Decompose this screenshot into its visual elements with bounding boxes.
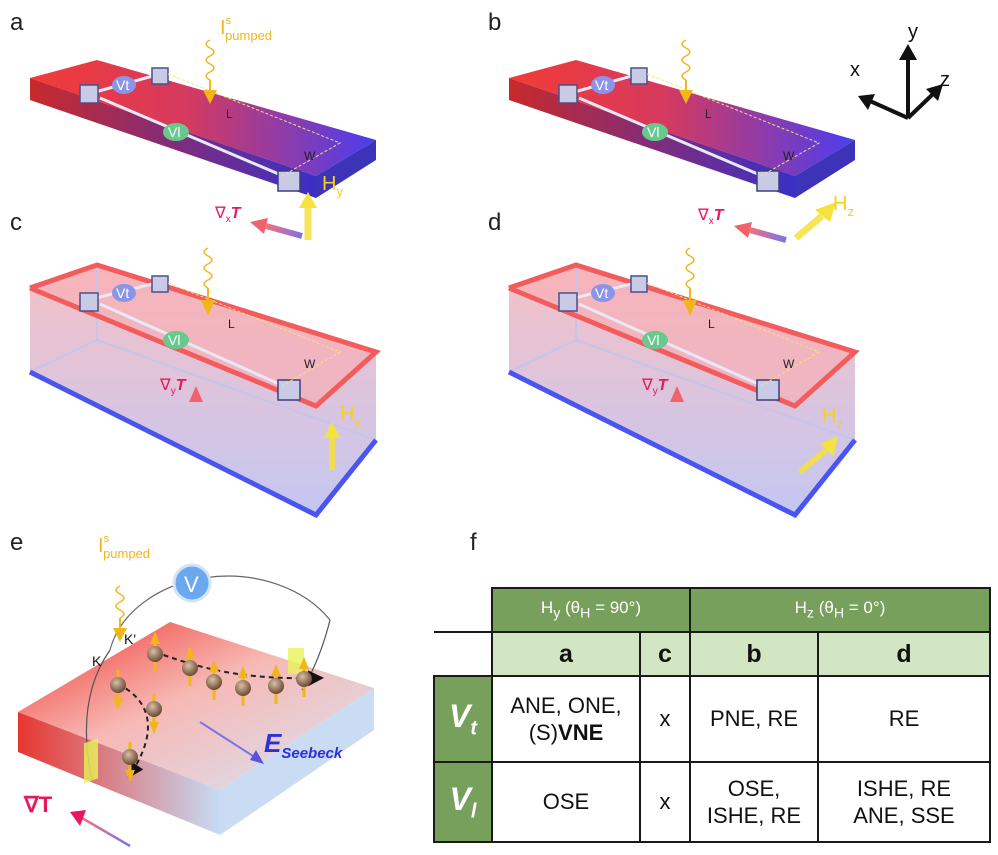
panel-d-grad-label: ∇yT xyxy=(641,377,669,397)
effects-table: Hy (θH = 90°) Hz (θH = 0°) a c b d Vt AN… xyxy=(433,587,991,843)
panel-b-electrodes xyxy=(558,67,821,192)
panel-label-f: f xyxy=(470,529,477,556)
table-row-vl: Vl xyxy=(433,761,493,843)
panel-a-electrodes xyxy=(79,67,342,192)
panel-b-pump-arrow xyxy=(679,39,693,104)
panel-d-electrodes xyxy=(558,275,821,401)
table-col-c: c xyxy=(639,631,691,677)
panel-e-spin-particles xyxy=(110,632,312,782)
panel-b-vt-label: Vt xyxy=(595,77,608,93)
panel-e-pump-arrow xyxy=(113,585,127,642)
panel-label-b: b xyxy=(488,9,501,36)
panel-e-efield-label: ESeebeck xyxy=(264,728,343,762)
table-cell-vt-d: RE xyxy=(817,675,991,763)
panel-label-e: e xyxy=(10,529,23,556)
panel-c-grad-arrow xyxy=(189,386,203,432)
axis-y-label: y xyxy=(908,21,918,43)
panel-d-vt-label: Vt xyxy=(595,285,608,301)
panel-c-vt-label: Vt xyxy=(116,285,129,301)
panel-c-field-label: Hy xyxy=(340,403,361,429)
panel-e-trajectory-kprime xyxy=(154,651,324,687)
panel-b-length-label: L xyxy=(705,107,712,121)
panel-e-grad-label: ∇T xyxy=(23,792,53,817)
panel-b-width-label: W xyxy=(783,149,795,163)
panel-a-pump-arrow xyxy=(203,39,217,104)
table-row-vt: Vt xyxy=(433,675,493,763)
panel-e-contact-left xyxy=(84,738,98,784)
panel-a-field-arrow xyxy=(299,192,317,240)
table-header-hy: Hy (θH = 90°) xyxy=(491,587,691,633)
table-cell-vl-c: x xyxy=(639,761,691,843)
axis-z-label: z xyxy=(940,69,950,91)
panel-c-box xyxy=(27,262,381,519)
panel-c-length-label: L xyxy=(228,317,235,331)
panel-e-efield-arrow xyxy=(199,721,264,764)
panel-e-trajectory-k xyxy=(117,683,149,779)
panel-c-pump-arrow xyxy=(201,247,215,316)
panel-e-slab xyxy=(18,622,374,835)
table-col-b: b xyxy=(689,631,819,677)
axis-x-label: x xyxy=(850,59,860,81)
panel-d-vl-label: Vl xyxy=(647,332,659,348)
panel-d-length-label: L xyxy=(708,317,715,331)
panel-c-width-label: W xyxy=(304,357,316,371)
panel-label-d: d xyxy=(488,209,501,236)
table-cell-vl-a: OSE xyxy=(491,761,641,843)
coordinate-axes xyxy=(858,44,943,120)
panel-b-slab xyxy=(509,60,855,198)
panel-e-contact-right xyxy=(288,648,304,674)
panel-c-grad-label: ∇yT xyxy=(159,377,187,397)
table-corner xyxy=(434,588,493,633)
panel-d-width-label: W xyxy=(783,357,795,371)
panel-c-vl-label: Vl xyxy=(168,332,180,348)
panel-d-pump-arrow xyxy=(683,247,697,316)
panel-a-grad-arrow xyxy=(250,218,303,239)
panel-d-field-arrow xyxy=(798,436,838,475)
panel-e-voltmeter-icon xyxy=(172,563,212,603)
panel-b-grad-arrow xyxy=(734,222,787,243)
panel-b-vl-label: Vl xyxy=(647,124,659,140)
panel-d-field-label: Hz xyxy=(822,405,843,431)
panel-a-width-label: W xyxy=(304,149,316,163)
panel-a-vt-label: Vt xyxy=(116,77,129,93)
panel-label-a: a xyxy=(10,9,24,36)
panel-a-vl-label: Vl xyxy=(168,124,180,140)
panel-b-grad-label: ∇xT xyxy=(697,207,725,227)
panel-c-electrodes xyxy=(79,275,342,401)
table-col-d: d xyxy=(817,631,991,677)
panel-e-grad-arrow xyxy=(70,810,131,848)
panel-label-c: c xyxy=(10,209,22,236)
panel-a-field-label: Hy xyxy=(322,173,343,199)
table-corner-2 xyxy=(434,632,493,677)
panel-b-field-label: Hz xyxy=(833,193,854,219)
table-cell-vt-a: ANE, ONE,(S)VNE xyxy=(491,675,641,763)
panel-d-box xyxy=(506,262,860,519)
table-cell-vt-c: x xyxy=(639,675,691,763)
panel-a-length-label: L xyxy=(226,107,233,121)
table-cell-vl-b: OSE,ISHE, RE xyxy=(689,761,819,843)
table-col-a: a xyxy=(491,631,641,677)
panel-b-field-arrow xyxy=(793,202,836,241)
table-header-hz: Hz (θH = 0°) xyxy=(689,587,991,633)
panel-e-voltmeter-label: V xyxy=(184,572,199,597)
panel-c-field-arrow xyxy=(324,422,340,470)
panel-e-kprime-label: K' xyxy=(124,631,136,647)
panel-d-grad-arrow xyxy=(670,386,684,432)
table-cell-vt-b: PNE, RE xyxy=(689,675,819,763)
panel-e-k-label: K xyxy=(92,653,102,669)
panel-a-grad-label: ∇xT xyxy=(214,205,242,225)
